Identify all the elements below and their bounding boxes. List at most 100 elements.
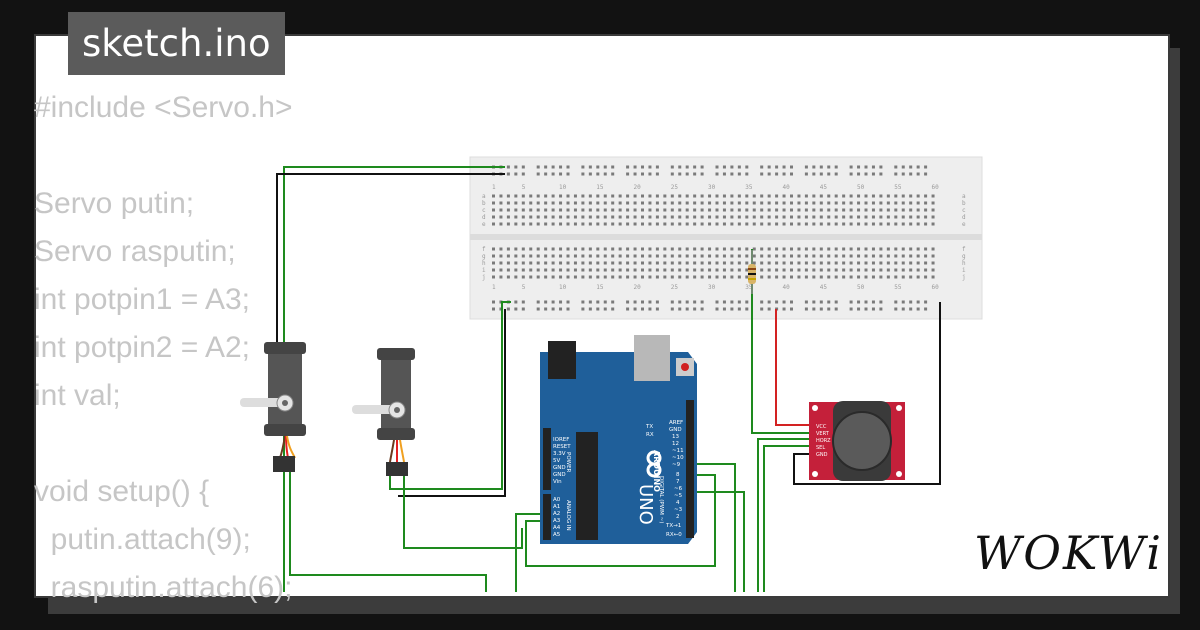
row-letter: a [482, 193, 486, 200]
pin-label: 7 [676, 479, 680, 485]
wire-green[interactable] [751, 249, 812, 434]
wire-green[interactable] [757, 438, 812, 592]
pin-label: 13 [672, 434, 679, 440]
analog-header [543, 494, 551, 540]
pin-label: ~10 [672, 455, 684, 461]
row-letter: h [482, 260, 486, 267]
column-number: 50 [857, 284, 865, 291]
column-number: 5 [522, 184, 526, 191]
row-letter: f [962, 246, 966, 253]
code-line: Servo rasputin; [34, 235, 236, 268]
wire-black[interactable] [793, 302, 941, 485]
wire-black[interactable] [276, 173, 505, 350]
wire-black[interactable] [398, 309, 506, 497]
code-line: int potpin2 = A2; [34, 331, 251, 364]
pin-label: GND [669, 427, 682, 433]
pin-label: A0 [553, 497, 561, 503]
wire-green[interactable] [403, 472, 523, 549]
pin-label: 4 [676, 500, 680, 506]
column-number: 1 [492, 284, 496, 291]
column-number: 35 [745, 184, 753, 191]
wire-green[interactable] [690, 463, 736, 592]
pin-label: ~5 [674, 493, 683, 499]
pin-label: A2 [553, 511, 560, 517]
row-letter: e [482, 221, 486, 228]
pin-label: RESET [553, 444, 571, 450]
code-line: int val; [34, 379, 121, 412]
wire-green[interactable] [389, 301, 511, 490]
rx-led-label: RX [646, 432, 654, 438]
wire-green[interactable] [289, 472, 487, 592]
row-letter: a [962, 193, 966, 200]
column-number: 55 [894, 184, 902, 191]
column-number: 45 [820, 284, 828, 291]
row-letter: i [962, 267, 966, 274]
analog-header-label: ANALOG IN [565, 500, 571, 531]
code-line: rasputin.attach(6); [34, 571, 293, 604]
wire-green[interactable] [525, 474, 716, 567]
arduino-infinity-icon [646, 450, 662, 478]
filename-tab[interactable]: sketch.ino [68, 12, 285, 75]
power-header [543, 428, 551, 490]
row-letter: i [482, 267, 486, 274]
code-line: Servo putin; [34, 187, 195, 220]
microcontroller-chip [576, 432, 598, 540]
breadboard-divider [470, 234, 982, 240]
analog-joystick[interactable]: VCC VERT HORZ SEL GND [809, 401, 905, 481]
column-number: 55 [894, 284, 902, 291]
wires[interactable] [276, 166, 941, 592]
row-letter: f [482, 246, 486, 253]
joystick-pin-label: VERT [816, 431, 830, 437]
row-letter: j [482, 274, 486, 281]
code-line: #include <Servo.h> [34, 91, 293, 124]
servo-rasputin[interactable] [352, 348, 415, 476]
column-number: 1 [492, 184, 496, 191]
joystick-pin-label: VCC [816, 424, 827, 430]
pin-label: ~6 [674, 486, 683, 492]
wire-green[interactable] [515, 513, 546, 592]
wokwi-logo: WOKWi [974, 526, 1163, 580]
resistor[interactable] [748, 250, 756, 294]
pin-label: 5V [553, 458, 560, 464]
row-letter: h [962, 260, 966, 267]
row-letter: j [962, 274, 966, 281]
pin-label: RX←0 [666, 532, 682, 538]
power-jack [548, 341, 576, 379]
servo-putin[interactable] [240, 342, 306, 472]
row-letter: g [482, 253, 486, 260]
joystick-pin-label: SEL [816, 445, 825, 451]
tx-led-label: TX [645, 424, 653, 430]
code-preview: #include <Servo.h> Servo putin; Servo ra… [34, 84, 293, 612]
wire-red[interactable] [775, 309, 812, 426]
pin-label: A3 [553, 518, 561, 524]
usb-port [634, 335, 670, 381]
column-number: 25 [671, 184, 679, 191]
pin-label: GND [553, 472, 566, 478]
wire-green[interactable] [763, 445, 812, 592]
wire-green[interactable] [283, 166, 505, 592]
pin-label: IOREF [553, 437, 569, 443]
pin-label: ~9 [672, 462, 681, 468]
pin-label: 3.3V [553, 451, 566, 457]
row-letter: c [962, 207, 966, 214]
column-number: 10 [559, 184, 567, 191]
column-number: 30 [708, 184, 716, 191]
arduino-model: UNO [635, 484, 656, 525]
pin-label: TX→1 [665, 523, 681, 529]
column-number: 60 [932, 184, 940, 191]
code-line: putin.attach(9); [34, 523, 251, 556]
column-number: 40 [783, 184, 791, 191]
wire-green[interactable] [690, 491, 745, 592]
joystick-pin-label: GND [816, 452, 828, 458]
joystick-knob[interactable] [832, 411, 892, 471]
pin-label: A1 [553, 504, 560, 510]
pin-label: ~11 [672, 448, 684, 454]
pin-label: 12 [672, 441, 679, 447]
arduino-uno[interactable]: IOREF RESET 3.3V 5V GND GND Vin A0 A1 A2… [540, 335, 697, 544]
column-number: 15 [596, 284, 604, 291]
row-letter: b [962, 200, 966, 207]
